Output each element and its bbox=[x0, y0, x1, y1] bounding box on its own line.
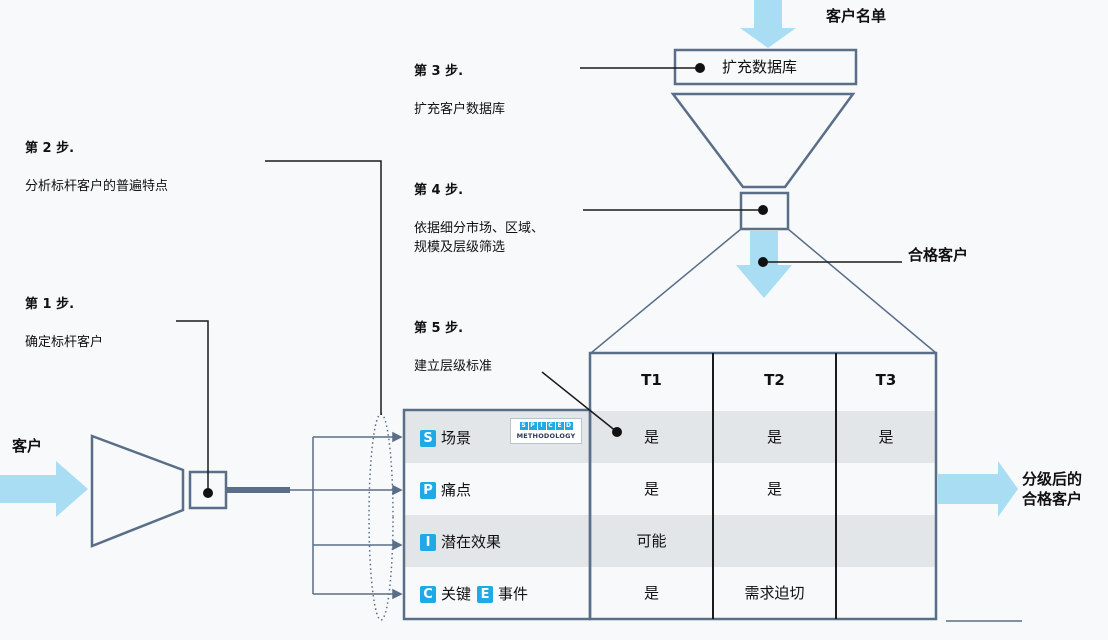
badge-i: I bbox=[420, 533, 436, 551]
logo-letter: C bbox=[546, 422, 555, 430]
step2-desc: 分析标杆客户的普遍特点 bbox=[25, 179, 169, 194]
spread-line-left bbox=[590, 228, 742, 354]
step3-title: 第 3 步. bbox=[414, 64, 464, 79]
badge-s: S bbox=[420, 429, 436, 447]
graded-customers-label: 分级后的 合格客户 bbox=[1022, 470, 1083, 508]
step5-leader bbox=[541, 371, 618, 433]
criteria-impact: I 潜在效果 bbox=[420, 531, 501, 553]
benchmark-output-bar bbox=[226, 487, 290, 493]
step5-title: 第 5 步. bbox=[414, 321, 464, 336]
customer-input-arrow bbox=[0, 461, 88, 517]
criteria-group-ellipse bbox=[368, 413, 394, 621]
step1-label: 第 1 步. 确定标杆客户 bbox=[25, 276, 103, 352]
step4-label: 第 4 步. 依据细分市场、区域、 规模及层级筛选 bbox=[414, 162, 544, 257]
step1-leader bbox=[176, 320, 209, 493]
header-t3: T3 bbox=[875, 371, 897, 389]
step5-desc: 建立层级标准 bbox=[414, 359, 493, 374]
step2-label: 第 2 步. 分析标杆客户的普遍特点 bbox=[25, 120, 168, 196]
header-t2: T2 bbox=[764, 371, 785, 389]
customer-list-arrow bbox=[740, 0, 796, 48]
criteria-frame bbox=[402, 408, 592, 621]
step2-leader bbox=[265, 160, 382, 415]
criteria-label-pain: 痛点 bbox=[441, 481, 472, 499]
step1-desc: 确定标杆客户 bbox=[25, 335, 104, 350]
expand-database-box bbox=[673, 48, 858, 86]
benchmark-funnel bbox=[90, 434, 185, 548]
row-shade-i bbox=[405, 515, 936, 567]
spiced-methodology-logo: S P I C E D METHODOLOGY bbox=[510, 418, 582, 444]
customer-list-label: 客户名单 bbox=[826, 7, 887, 25]
leader-dots bbox=[203, 63, 768, 498]
qualified-customers-label: 合格客户 bbox=[908, 246, 969, 264]
cell-s-t2: 是 bbox=[766, 428, 782, 446]
step5-label: 第 5 步. 建立层级标准 bbox=[414, 300, 492, 376]
header-t1: T1 bbox=[641, 371, 662, 389]
logo-word: METHODOLOGY bbox=[516, 432, 576, 440]
criteria-situation: S 场景 bbox=[420, 427, 471, 449]
criteria-label-event: 事件 bbox=[498, 585, 529, 603]
badge-c: C bbox=[420, 585, 436, 603]
cell-ce-t2: 需求迫切 bbox=[744, 584, 805, 602]
cell-s-t3: 是 bbox=[878, 428, 894, 446]
graded-output-arrow bbox=[938, 461, 1018, 517]
cell-ce-t1: 是 bbox=[643, 584, 659, 602]
logo-letter: E bbox=[555, 422, 564, 430]
step4-title: 第 4 步. bbox=[414, 183, 464, 198]
step3-label: 第 3 步. 扩充客户数据库 bbox=[414, 43, 505, 119]
step3-desc: 扩充客户数据库 bbox=[414, 102, 506, 117]
criteria-label-critical: 关键 bbox=[441, 585, 472, 603]
logo-letter: S bbox=[519, 422, 528, 430]
cell-p-t1: 是 bbox=[643, 480, 659, 498]
filter-funnel bbox=[670, 92, 856, 189]
criteria-label-situation: 场景 bbox=[441, 429, 472, 447]
cell-s-t1: 是 bbox=[643, 428, 659, 446]
filter-box bbox=[739, 191, 790, 231]
branch-arrows bbox=[290, 431, 403, 600]
row-shade-s bbox=[405, 411, 936, 463]
criteria-critical-event: C 关键 E 事件 bbox=[420, 583, 528, 605]
criteria-label-impact: 潜在效果 bbox=[441, 533, 502, 551]
badge-p: P bbox=[420, 481, 436, 499]
cell-p-t2: 是 bbox=[766, 480, 782, 498]
step2-title: 第 2 步. bbox=[25, 141, 75, 156]
criteria-pain: P 痛点 bbox=[420, 479, 471, 501]
spread-line-right bbox=[787, 228, 937, 354]
expand-database-label: 扩充数据库 bbox=[722, 58, 798, 76]
customers-label: 客户 bbox=[12, 437, 43, 455]
logo-letter: I bbox=[537, 422, 546, 430]
logo-letter: P bbox=[528, 422, 537, 430]
badge-e: E bbox=[477, 585, 494, 603]
step1-title: 第 1 步. bbox=[25, 297, 75, 312]
logo-letter: D bbox=[564, 422, 573, 430]
step4-desc: 依据细分市场、区域、 规模及层级筛选 bbox=[414, 221, 545, 255]
cell-i-t1: 可能 bbox=[636, 532, 667, 550]
